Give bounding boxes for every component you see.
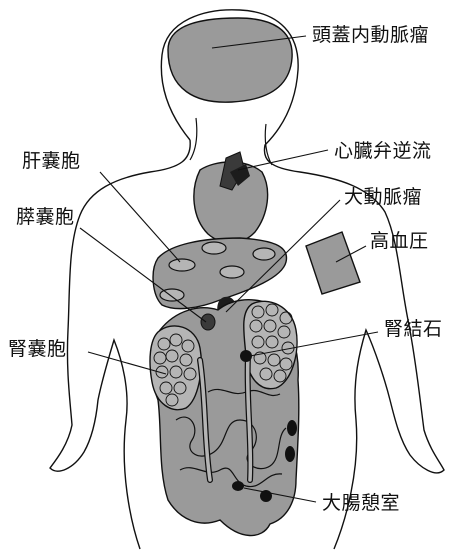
liver-cyst-icon [202,242,226,254]
label-aortic-aneurysm: 大動脈瘤 [344,186,422,208]
label-pancreatic-cysts: 膵嚢胞 [16,206,75,228]
label-hypertension: 高血圧 [370,230,429,252]
label-colonic-diverticula: 大腸憩室 [322,492,400,514]
pancreas-cyst-shape [201,314,215,330]
brain-shape [168,18,292,102]
leader-line-liver [100,172,180,262]
diverticulum-shape [232,481,244,491]
blood-pressure-cuff-shape [306,232,360,294]
label-valvular-regurgitation: 心臓弁逆流 [334,140,432,162]
liver-cyst-icon [253,248,275,260]
label-intracranial-aneurysm: 頭蓋内動脈瘤 [312,24,429,46]
diverticulum-shape [285,446,295,462]
leader-line-valve [238,150,328,170]
liver-cyst-icon [169,259,195,271]
right-kidney-shape [244,301,297,388]
liver-cyst-icon [220,266,244,278]
label-kidney-cysts: 腎嚢胞 [8,338,67,360]
diverticulum-shape [287,420,297,436]
label-liver-cysts: 肝嚢胞 [22,150,81,172]
label-kidney-stones: 腎結石 [384,318,443,340]
